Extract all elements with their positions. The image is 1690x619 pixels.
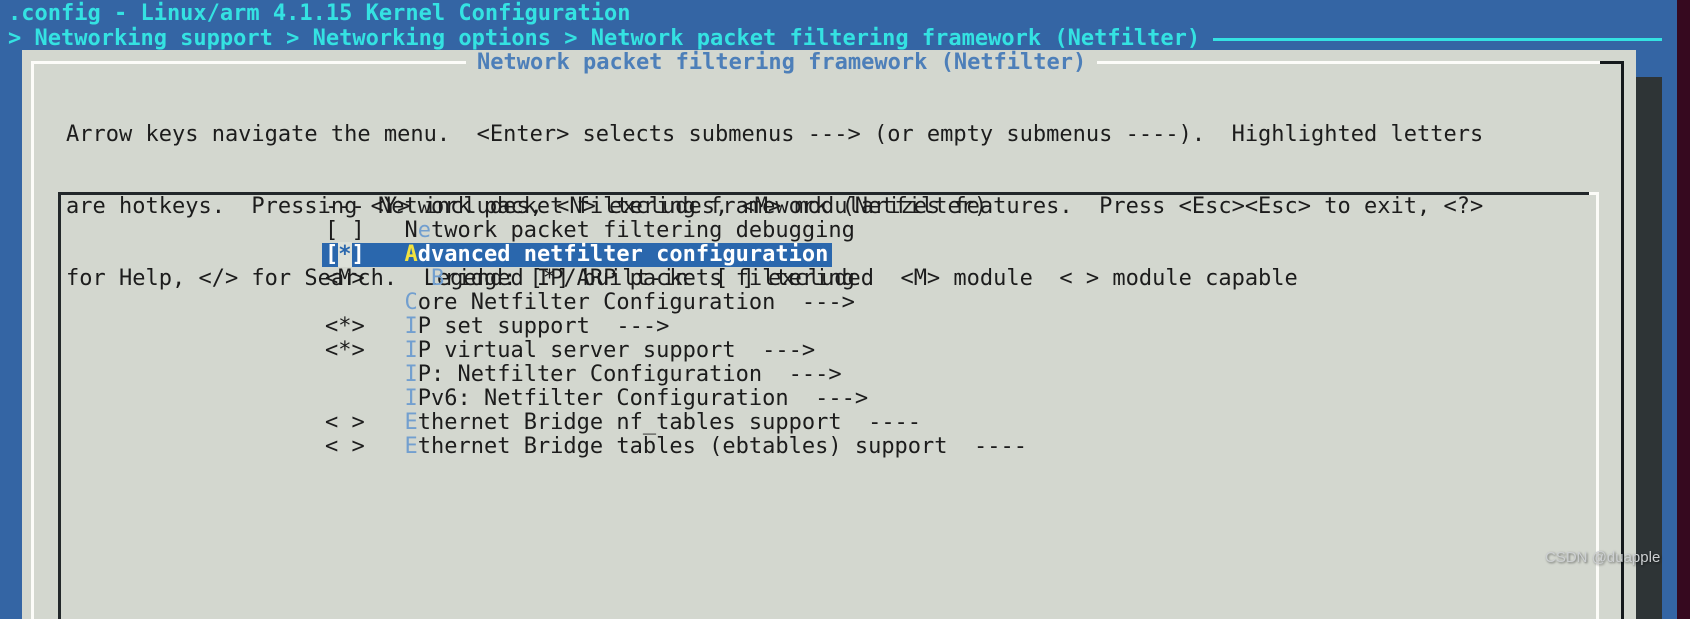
- dialog-frame-corner: [1600, 61, 1624, 64]
- dialog-title: Network packet filtering framework (Netf…: [466, 50, 1098, 75]
- menu-text: Pv6: Netfilter Configuration --->: [417, 386, 869, 411]
- watermark: CSDN @duapple: [1545, 549, 1661, 566]
- menu-row-content: < > Ethernet Bridge nf_tables support --…: [325, 410, 921, 435]
- hotkey-letter: I: [404, 386, 418, 411]
- menu-text: < >: [325, 434, 405, 459]
- menu-text: [325, 386, 404, 411]
- menu-row-content: IP: Netfilter Configuration --->: [325, 362, 842, 387]
- menu-row-content: [*] Advanced netfilter configuration: [322, 242, 833, 267]
- menu-text: Network packet filtering framework (Netf…: [377, 194, 988, 219]
- menu-text: ore Netfilter Configuration --->: [417, 290, 855, 315]
- menu-text: [: [325, 242, 339, 267]
- kernel-config-title: .config - Linux/arm 4.1.15 Kernel Config…: [8, 1, 631, 26]
- hotkey-letter: I: [404, 338, 418, 363]
- hotkey-letter: I: [404, 314, 418, 339]
- menu-text: P virtual server support --->: [417, 338, 816, 363]
- breadcrumb: > Networking support > Networking option…: [8, 25, 1201, 51]
- menu-item[interactable]: [ ] Network packet filtering debugging: [325, 219, 1027, 243]
- hotkey-letter: A: [404, 242, 418, 267]
- screen-right-edge: [1677, 0, 1690, 619]
- menu-item[interactable]: <M> Bridged IP/ARP packets filtering: [325, 267, 1027, 291]
- help-line: are hotkeys. Pressing <Y> includes, <N> …: [66, 194, 1484, 219]
- menu-text: <*>: [325, 314, 405, 339]
- menu-item[interactable]: <*> IP virtual server support --->: [325, 339, 1027, 363]
- menu-text: thernet Bridge nf_tables support ----: [417, 410, 922, 435]
- menu-text: <M>: [325, 266, 431, 291]
- menu-text: <*>: [325, 338, 405, 363]
- hotkey-letter: C: [404, 290, 418, 315]
- menu-row-content: [ ] Network packet filtering debugging: [325, 218, 855, 243]
- menu-row-content: Core Netfilter Configuration --->: [325, 290, 855, 315]
- help-text: Arrow keys navigate the menu. <Enter> se…: [66, 75, 1483, 339]
- breadcrumb-rule: [1213, 37, 1662, 41]
- hotkey-letter: I: [404, 362, 418, 387]
- hotkey-letter: B: [430, 266, 445, 291]
- menu-row-content: < > Ethernet Bridge tables (ebtables) su…: [325, 434, 1027, 459]
- menu-text: [325, 362, 404, 387]
- menu-row-content: --- Network packet filtering framework (…: [325, 194, 987, 219]
- breadcrumb-row: > Networking support > Networking option…: [8, 25, 1662, 51]
- menu-item[interactable]: < > Ethernet Bridge nf_tables support --…: [325, 411, 1027, 435]
- hotkey-letter: E: [404, 434, 418, 459]
- menu-separator: --- Network packet filtering framework (…: [325, 195, 1027, 219]
- menu-row-content: <*> IP set support --->: [325, 314, 669, 339]
- menu-text: twork packet filtering debugging: [430, 218, 855, 243]
- menu-text: dvanced netfilter configuration: [417, 242, 829, 267]
- menu-row-content: <*> IP virtual server support --->: [325, 338, 815, 363]
- hotkey-letter: e: [417, 218, 431, 243]
- menu-item[interactable]: <*> IP set support --->: [325, 315, 1027, 339]
- menu-list: --- Network packet filtering framework (…: [322, 195, 1027, 459]
- menu-text: < >: [325, 410, 405, 435]
- help-line: for Help, </> for Search. Legend: [*] bu…: [66, 266, 1298, 291]
- menu-item[interactable]: Core Netfilter Configuration --->: [325, 291, 1027, 315]
- menu-text: thernet Bridge tables (ebtables) support…: [417, 434, 1028, 459]
- menu-text: N: [404, 218, 418, 243]
- menu-text: [ ]: [325, 218, 405, 243]
- menu-text: [325, 290, 404, 315]
- menu-row-content: IPv6: Netfilter Configuration --->: [325, 386, 868, 411]
- help-line: Arrow keys navigate the menu. <Enter> se…: [66, 122, 1484, 147]
- menu-text: P: Netfilter Configuration --->: [417, 362, 842, 387]
- netfilter-dialog: Network packet filtering framework (Netf…: [22, 50, 1636, 619]
- menu-text: ---: [325, 194, 378, 219]
- menu-item[interactable]: IPv6: Netfilter Configuration --->: [325, 387, 1027, 411]
- menu-text: P set support --->: [417, 314, 670, 339]
- menu-box: [58, 192, 1599, 619]
- menu-box-corner: [1589, 192, 1599, 195]
- cursor-cell: *: [338, 242, 352, 267]
- menu-row-content: <M> Bridged IP/ARP packets filtering: [325, 266, 855, 291]
- dialog-shadow: [1636, 77, 1662, 619]
- menu-text: ]: [351, 242, 405, 267]
- menu-item-selected[interactable]: [*] Advanced netfilter configuration: [322, 242, 1027, 267]
- hotkey-letter: E: [404, 410, 418, 435]
- menu-item[interactable]: IP: Netfilter Configuration --->: [325, 363, 1027, 387]
- menu-text: ridged IP/ARP packets filtering: [444, 266, 855, 291]
- menu-item[interactable]: < > Ethernet Bridge tables (ebtables) su…: [325, 435, 1027, 459]
